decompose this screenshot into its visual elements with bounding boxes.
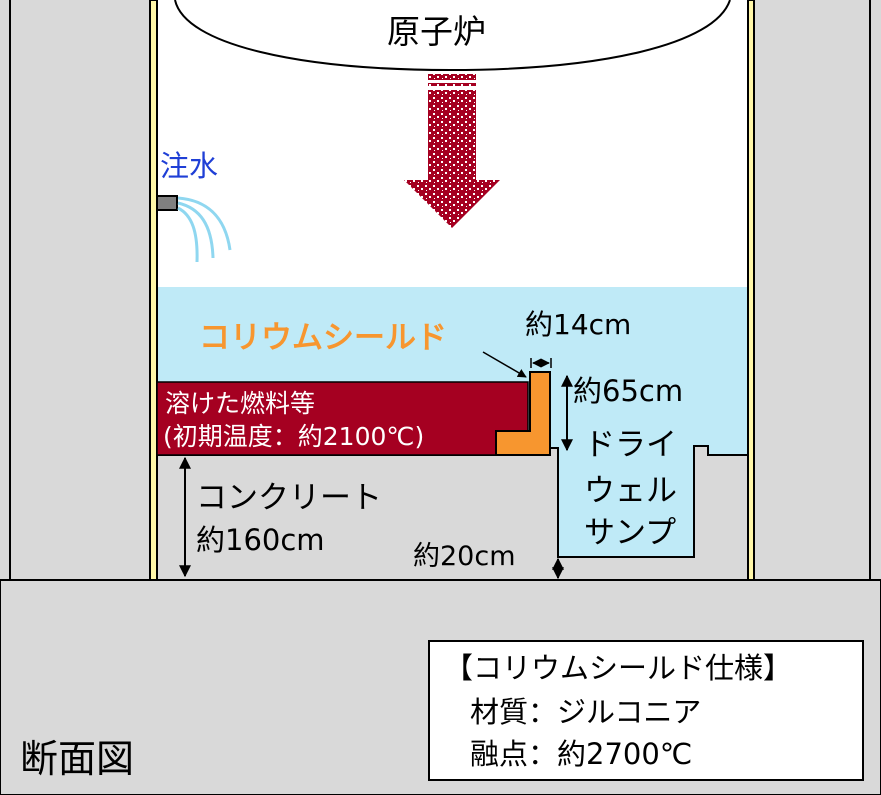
reactor-label: 原子炉 (387, 12, 486, 51)
left-wall (0, 0, 150, 580)
spec-material: 材質：ジルコニア (470, 695, 702, 729)
spec-melting-point: 融点：約2700℃ (470, 737, 693, 771)
water-injection-pipe (156, 195, 232, 263)
concrete-label: コンクリート (196, 480, 382, 516)
concrete-thickness-label: 約160cm (196, 523, 325, 557)
left-liner (149, 0, 158, 581)
molten-fuel-label-line1: 溶けた燃料等 (165, 389, 316, 418)
sump-water (557, 446, 695, 558)
sump-label-line1: ドライ (584, 427, 677, 463)
corium-shield (495, 371, 551, 456)
sump-label-line3: サンプ (584, 515, 677, 551)
shield-leader-line (482, 351, 527, 378)
right-liner (747, 0, 755, 581)
shield-thickness-label: 約14cm (525, 308, 632, 341)
spec-box-title: 【コリウムシールド仕様】 (444, 651, 793, 685)
corium-shield-label: コリウムシールド (199, 320, 447, 356)
water-injection-label: 注水 (160, 149, 219, 183)
sump-depth-label: 約20cm (413, 541, 516, 572)
falling-debris-arrow (404, 74, 500, 228)
reactor-vessel (174, 0, 731, 72)
sump-label-line2: ウェル (584, 473, 677, 509)
spec-box: 【コリウムシールド仕様】 材質：ジルコニア 融点：約2700℃ (428, 640, 864, 781)
shield-height-label: 約65cm (573, 374, 684, 408)
section-label: 断面図 (20, 737, 135, 781)
molten-fuel-label-line2: (初期温度：約2100℃) (163, 422, 425, 451)
right-wall (754, 0, 881, 580)
